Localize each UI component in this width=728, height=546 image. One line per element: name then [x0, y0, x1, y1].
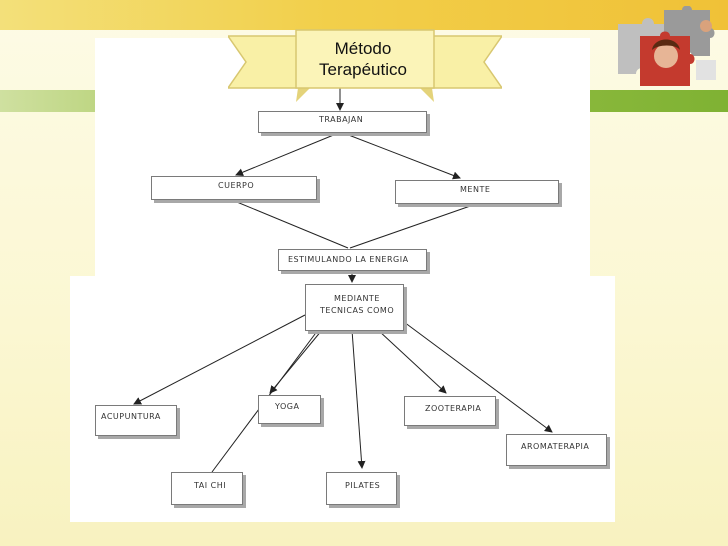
node-yoga-label: YOGA	[275, 402, 300, 411]
diagram-title: Método Terapéutico	[296, 38, 430, 80]
node-zooterapia-label: ZOOTERAPIA	[425, 404, 482, 413]
node-pilates-label: PILATES	[345, 481, 381, 490]
node-trabajan: TRABAJAN	[258, 111, 427, 133]
node-acupuntura-label: ACUPUNTURA	[101, 412, 161, 421]
node-pilates: PILATES	[326, 472, 397, 505]
node-yoga: YOGA	[258, 395, 321, 424]
connector-mente-energia	[349, 203, 477, 249]
node-acupuntura: ACUPUNTURA	[95, 405, 177, 436]
connector-trabajan-mente	[345, 133, 461, 180]
node-estimulando-label: ESTIMULANDO LA ENERGIA	[288, 255, 409, 264]
node-mediante-label-2: TECNICAS COMO	[320, 306, 395, 315]
puzzle-pieces-icon	[618, 6, 716, 86]
node-taichi: TAI CHI	[171, 472, 243, 505]
connector-cuerpo-energia	[231, 199, 349, 249]
node-estimulando-energia: ESTIMULANDO LA ENERGIA	[278, 249, 427, 271]
node-zooterapia: ZOOTERAPIA	[404, 396, 496, 426]
connector-mediante-acupuntura	[133, 314, 306, 405]
top-color-band	[0, 0, 728, 30]
node-taichi-label: TAI CHI	[194, 481, 227, 490]
diagram-title-line-2: Terapéutico	[319, 60, 407, 79]
node-mente-label: MENTE	[460, 185, 491, 194]
node-mente: MENTE	[395, 180, 559, 204]
connector-mediante-zooterapia	[377, 329, 447, 394]
node-aromaterapia: AROMATERAPIA	[506, 434, 607, 466]
node-trabajan-label: TRABAJAN	[319, 115, 364, 124]
title-ribbon-banner	[228, 29, 502, 102]
node-cuerpo-label: CUERPO	[218, 181, 255, 190]
node-cuerpo: CUERPO	[151, 176, 317, 200]
node-aromaterapia-label: AROMATERAPIA	[521, 442, 590, 451]
diagram-title-line-1: Método	[334, 39, 392, 58]
connector-mediante-aromaterapia	[403, 321, 553, 433]
connector-trabajan-cuerpo	[235, 133, 337, 177]
node-mediante-label-1: MEDIANTE	[334, 294, 380, 303]
connector-mediante-pilates	[351, 329, 366, 469]
node-mediante: MEDIANTE TECNICAS COMO	[305, 284, 404, 331]
